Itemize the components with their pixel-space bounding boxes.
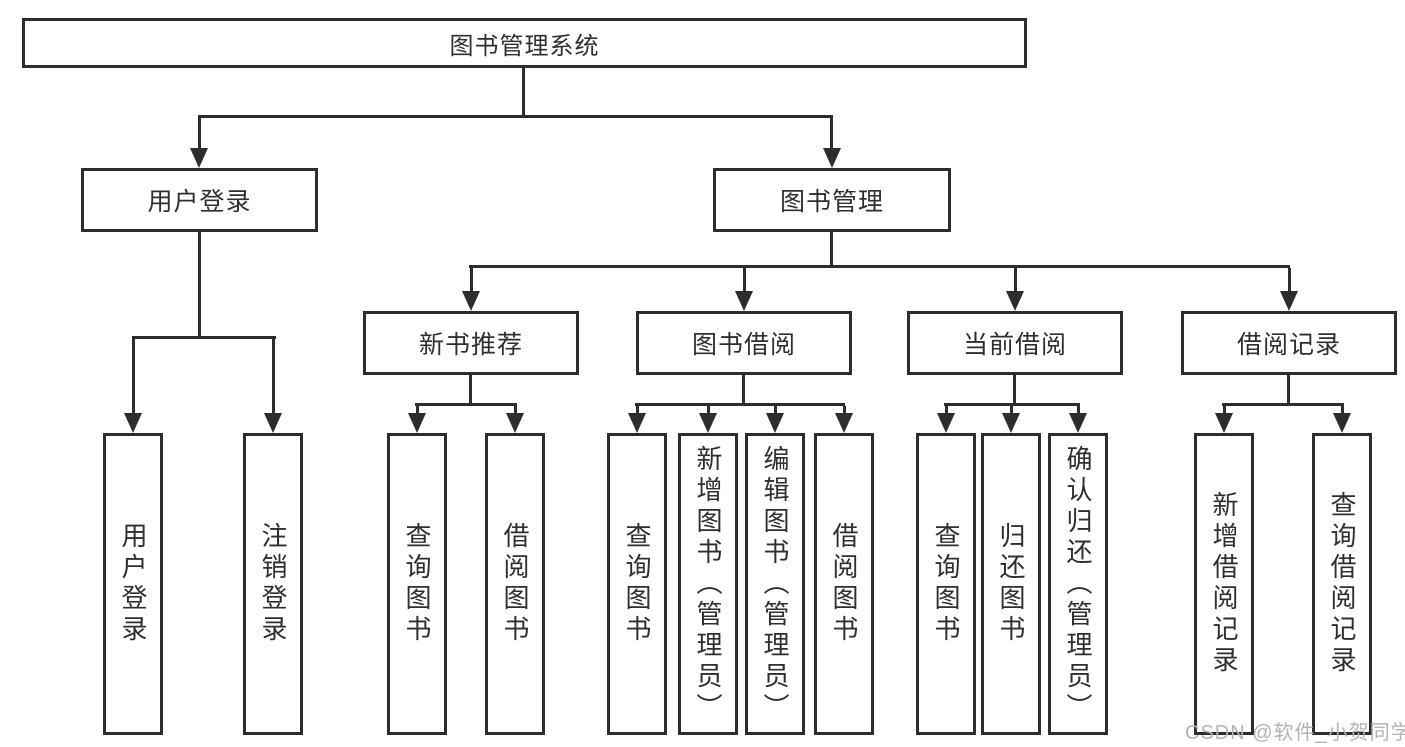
connector-root-stem (522, 68, 525, 118)
connector-group-stem (742, 375, 745, 406)
connector-line (470, 268, 473, 293)
arrow-down-icon (124, 413, 142, 433)
arrow-down-icon (823, 148, 841, 168)
connector-line (1288, 268, 1291, 293)
node-label: 当前借阅 (962, 331, 1067, 359)
connector-line (1077, 406, 1080, 415)
node-label: 新增借阅记录 (1209, 491, 1239, 677)
arrow-down-icon (1069, 413, 1087, 433)
leaf-add-book-admin: 新增图书（管理员） (678, 433, 738, 735)
leaf-logout: 注销登录 (243, 433, 303, 735)
connector-level2-bar (469, 265, 1290, 268)
arrow-down-icon (1002, 413, 1020, 433)
connector-line (1014, 268, 1017, 293)
connector-line (636, 406, 639, 415)
node-label: 图书管理 (779, 188, 884, 216)
node-user-login: 用户登录 (81, 168, 318, 232)
node-label: 新增图书（管理员） (693, 444, 723, 724)
node-label: 注销登录 (258, 522, 288, 646)
node-label: 确认归还（管理员） (1063, 444, 1093, 724)
leaf-borrow-book: 借阅图书 (814, 433, 874, 735)
leaf-query-borrow-record: 查询借阅记录 (1312, 433, 1372, 735)
arrow-down-icon (462, 291, 480, 311)
node-current-borrow: 当前借阅 (907, 311, 1123, 375)
node-label: 用户登录 (147, 188, 252, 216)
arrow-down-icon (1280, 291, 1298, 311)
arrow-down-icon (264, 413, 282, 433)
node-label: 借阅图书 (500, 522, 530, 646)
node-book-borrow: 图书借阅 (636, 311, 852, 375)
connector-line (272, 336, 275, 415)
node-label: 查询借阅记录 (1327, 491, 1357, 677)
connector-group-stem (469, 375, 472, 406)
node-label: 查询图书 (622, 522, 652, 646)
connector-line (743, 268, 746, 293)
connector-line (1010, 406, 1013, 415)
connector-line (945, 406, 948, 415)
node-label: 新书推荐 (418, 331, 523, 359)
node-label: 借阅图书 (829, 522, 859, 646)
arrow-down-icon (735, 291, 753, 311)
arrow-down-icon (408, 413, 426, 433)
arrow-down-icon (628, 413, 646, 433)
connector-line (416, 406, 419, 415)
connector-line (198, 118, 201, 150)
node-label: 用户登录 (118, 522, 148, 646)
connector-line (1223, 406, 1226, 415)
connector-group-bar (415, 403, 517, 406)
connector-line (774, 406, 777, 415)
node-borrow-records: 借阅记录 (1181, 311, 1397, 375)
connector-user-login-bar (133, 336, 276, 339)
connector-group-stem (1287, 375, 1290, 406)
arrow-down-icon (766, 413, 784, 433)
node-label: 借阅记录 (1236, 331, 1341, 359)
arrow-down-icon (937, 413, 955, 433)
arrow-down-icon (1215, 413, 1233, 433)
node-new-book-recommend: 新书推荐 (363, 311, 579, 375)
connector-group-bar (1222, 403, 1344, 406)
connector-book-mgmt-stem (830, 232, 833, 268)
connector-line (843, 406, 846, 415)
arrow-down-icon (506, 413, 524, 433)
node-label: 编辑图书（管理员） (760, 444, 790, 724)
leaf-current-query-book: 查询图书 (916, 433, 976, 735)
arrow-down-icon (699, 413, 717, 433)
arrow-down-icon (1006, 291, 1024, 311)
connector-user-login-stem (198, 232, 201, 339)
node-label: 图书管理系统 (449, 32, 600, 60)
leaf-return-book: 归还图书 (981, 433, 1041, 735)
arrow-down-icon (1333, 413, 1351, 433)
node-library-system: 图书管理系统 (22, 18, 1027, 68)
node-label: 查询图书 (931, 522, 961, 646)
connector-line (132, 336, 135, 415)
leaf-add-borrow-record: 新增借阅记录 (1194, 433, 1254, 735)
connector-line (1341, 406, 1344, 415)
leaf-user-login: 用户登录 (103, 433, 163, 735)
node-label: 图书借阅 (691, 331, 796, 359)
leaf-borrow-query-book: 查询图书 (607, 433, 667, 735)
connector-group-bar (635, 403, 845, 406)
arrow-down-icon (190, 148, 208, 168)
arrow-down-icon (835, 413, 853, 433)
node-label: 查询图书 (402, 522, 432, 646)
leaf-recommend-borrow-book: 借阅图书 (485, 433, 545, 735)
connector-group-bar (944, 403, 1080, 406)
leaf-edit-book-admin: 编辑图书（管理员） (745, 433, 805, 735)
connector-level1-bar (198, 115, 833, 118)
connector-line (707, 406, 710, 415)
leaf-confirm-return-admin: 确认归还（管理员） (1048, 433, 1108, 735)
connector-line (830, 118, 833, 150)
node-label: 归还图书 (996, 522, 1026, 646)
connector-group-stem (1013, 375, 1016, 406)
leaf-recommend-query-book: 查询图书 (387, 433, 447, 735)
watermark-text: CSDN @软件_小贺同学 (1185, 722, 1405, 744)
connector-line (514, 406, 517, 415)
node-book-management: 图书管理 (713, 168, 951, 232)
